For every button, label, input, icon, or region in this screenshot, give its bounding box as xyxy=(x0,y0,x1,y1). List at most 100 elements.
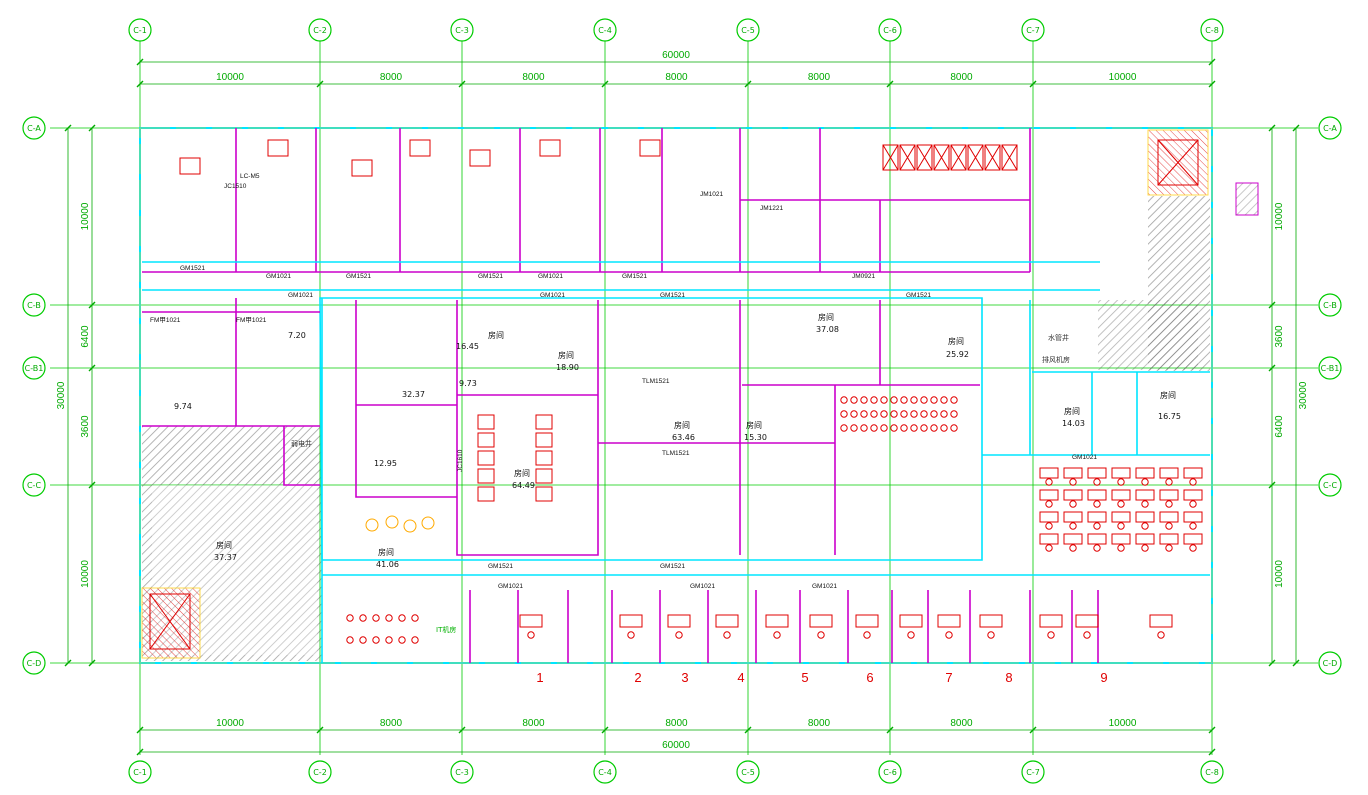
dimension-tick xyxy=(64,659,72,667)
room-name: 房间 xyxy=(746,420,762,430)
training-desk xyxy=(1087,489,1107,501)
chair xyxy=(910,396,918,404)
room-name: 房间 xyxy=(488,330,504,340)
chair xyxy=(359,636,367,644)
chair xyxy=(840,396,848,404)
lab-instrument xyxy=(639,139,661,157)
grid-bubble: C-3 xyxy=(450,760,474,784)
office-desk xyxy=(1075,614,1099,628)
dimension-text: 10000 xyxy=(216,718,244,729)
training-desk xyxy=(1183,511,1203,523)
dimension-tick xyxy=(458,726,466,734)
chair xyxy=(920,396,928,404)
room-area: 37.37 xyxy=(214,553,237,562)
training-desk xyxy=(1159,533,1179,545)
room-name: 房间 xyxy=(1160,390,1176,400)
grid-bubble-label: C-1 xyxy=(133,26,147,35)
training-desk xyxy=(1111,467,1131,479)
door-tag: GM1021 xyxy=(288,292,313,299)
chair xyxy=(890,396,898,404)
door-tag: JM1221 xyxy=(760,205,784,212)
room-area: 41.06 xyxy=(376,560,399,569)
chair xyxy=(860,424,868,432)
room-name: 房间 xyxy=(216,540,232,550)
office-number: 9 xyxy=(1100,670,1107,685)
dimension-text: 10000 xyxy=(1109,72,1137,83)
chair xyxy=(940,410,948,418)
grid-bubble-label: C-5 xyxy=(741,26,755,35)
grid-bubble: C-A xyxy=(22,116,46,140)
training-desk xyxy=(1111,533,1131,545)
grid-bubbles: C-1C-1C-2C-2C-3C-3C-4C-4C-5C-5C-6C-6C-7C… xyxy=(22,18,1342,784)
training-desk xyxy=(1135,533,1155,545)
office-number: 5 xyxy=(801,670,808,685)
grid-bubble-label: C-A xyxy=(27,124,41,133)
room-area: 25.92 xyxy=(946,350,969,359)
training-desk xyxy=(1159,511,1179,523)
room-area: 18.90 xyxy=(556,363,579,372)
dimension-tick xyxy=(1268,301,1276,309)
office-desk xyxy=(937,614,961,628)
chair xyxy=(1069,500,1077,508)
elevator-cross xyxy=(149,593,191,650)
office-desk xyxy=(1149,614,1173,628)
grid-bubble: C-2 xyxy=(308,760,332,784)
dimension-text: 8000 xyxy=(380,718,403,729)
dimension-tick xyxy=(886,726,894,734)
chair xyxy=(1141,522,1149,530)
grid-bubble: C-B xyxy=(1318,293,1342,317)
lab-instrument xyxy=(539,139,561,157)
elevator-cross xyxy=(1157,139,1199,186)
dimension-tick xyxy=(88,364,96,372)
room-name: 房间 xyxy=(948,336,964,346)
room-area: 9.74 xyxy=(174,402,192,411)
storage-rack xyxy=(950,144,967,171)
grid-bubble: C-3 xyxy=(450,18,474,42)
chair xyxy=(910,410,918,418)
dimension-tick xyxy=(744,80,752,88)
dimension-text: 8000 xyxy=(808,718,831,729)
chair xyxy=(1093,478,1101,486)
lab-equipment xyxy=(149,139,1203,650)
dimension-tick xyxy=(886,80,894,88)
storage-rack-cross xyxy=(899,144,916,171)
training-desk xyxy=(1039,467,1059,479)
dimension-tick xyxy=(1292,659,1300,667)
office-number: 2 xyxy=(634,670,641,685)
door-tag: JC1610 xyxy=(457,449,464,472)
training-desk xyxy=(1087,467,1107,479)
door-tag: GM1521 xyxy=(180,265,205,272)
dimension-tick xyxy=(1208,58,1216,66)
grid-bubble: C-6 xyxy=(878,18,902,42)
office-desk xyxy=(899,614,923,628)
office-number: 4 xyxy=(737,670,744,685)
grid-bubble-label: C-6 xyxy=(883,768,897,777)
door-tag: GM1521 xyxy=(906,292,931,299)
training-desk xyxy=(1063,489,1083,501)
dimension-text: 3600 xyxy=(80,415,91,438)
chair xyxy=(372,614,380,622)
room-area: 7.20 xyxy=(288,331,306,340)
office-desk xyxy=(619,614,643,628)
dimension-text: 6400 xyxy=(1274,415,1285,438)
grid-bubble-label: C-4 xyxy=(598,26,612,35)
door-tag: GM1521 xyxy=(660,563,685,570)
training-desk xyxy=(1159,489,1179,501)
chair xyxy=(940,396,948,404)
room-name: 房间 xyxy=(818,312,834,322)
door-tag: GM1021 xyxy=(266,273,291,280)
room-area: 37.08 xyxy=(816,325,839,334)
storage-rack xyxy=(933,144,950,171)
training-desk xyxy=(1111,489,1131,501)
door-tag: GM1021 xyxy=(812,583,837,590)
chair xyxy=(385,636,393,644)
storage-rack-cross xyxy=(950,144,967,171)
chair xyxy=(850,424,858,432)
dimension-tick xyxy=(316,80,324,88)
room-area: 9.73 xyxy=(459,379,477,388)
dimension-tick xyxy=(1208,726,1216,734)
grid-bubble: C-4 xyxy=(593,760,617,784)
training-desk xyxy=(1087,511,1107,523)
room-area: 16.75 xyxy=(1158,412,1181,421)
grid-bubble-label: C-7 xyxy=(1026,768,1040,777)
